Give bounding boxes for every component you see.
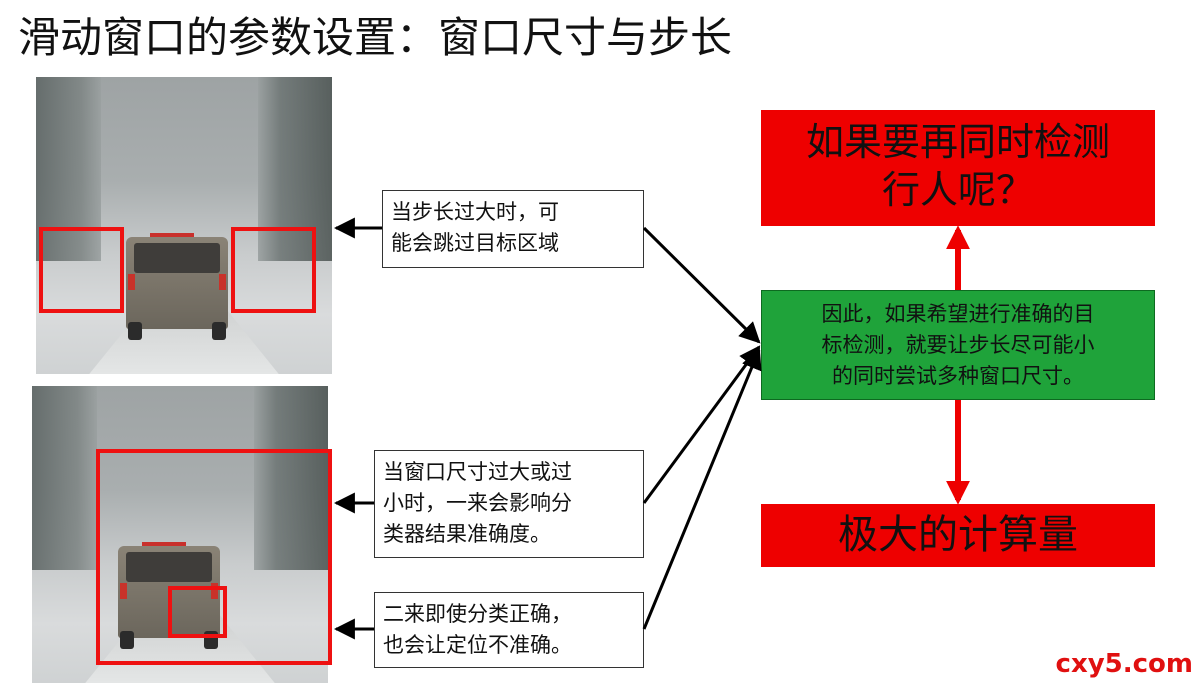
arrow-locate-to-conclusion (642, 348, 762, 630)
snow-road-photo-bottom (32, 386, 328, 683)
sliding-window-left (39, 227, 124, 313)
sliding-window-large (96, 449, 332, 665)
note-localization: 二来即使分类正确， 也会让定位不准确。 (374, 592, 644, 668)
pedestrian-question-box: 如果要再同时检测 行人呢？ (761, 110, 1155, 226)
snow-road-photo-top (36, 77, 332, 374)
watermark: cxy5.com (1055, 649, 1193, 679)
sliding-window-small (168, 586, 227, 638)
computation-box: 极大的计算量 (761, 504, 1155, 567)
note-window-size: 当窗口尺寸过大或过 小时，一来会影响分 类器结果准确度。 (374, 450, 644, 558)
note-step-size: 当步长过大时，可 能会跳过目标区域 (382, 190, 644, 268)
conclusion-box: 因此，如果希望进行准确的目 标检测，就要让步长尽可能小 的同时尝试多种窗口尺寸。 (761, 290, 1155, 400)
sliding-window-right (231, 227, 316, 313)
slide-title: 滑动窗口的参数设置：窗口尺寸与步长 (18, 13, 733, 62)
arrow-window-to-conclusion (642, 345, 761, 504)
arrow-step-to-conclusion (642, 226, 761, 344)
